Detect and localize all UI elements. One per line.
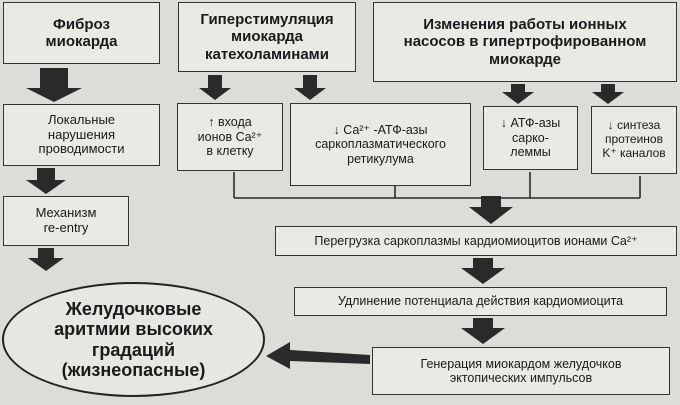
sarcolemma-line: ↓ АТФ-азы: [500, 116, 561, 131]
arrow-pumps-to-k: [592, 84, 624, 104]
arrow-hyperstim-to-sr: [294, 75, 326, 100]
header-hyperstimulation: Гиперстимуляция миокарда катехоламинами: [178, 2, 356, 72]
ca-entry-line: ионов Ca²⁺: [197, 129, 263, 144]
k-channels-line: протеинов: [604, 132, 663, 147]
ca-entry-line: ↑ входа: [208, 115, 252, 130]
local-line: нарушения: [47, 126, 116, 142]
header-ion-pumps: Изменения работы ионных насосов в гиперт…: [373, 2, 677, 82]
header-fibrosis-line: Фиброз: [53, 15, 110, 33]
outcome-line: градаций: [91, 339, 176, 360]
collector-lines: [233, 172, 641, 199]
header-hyperstim-line: катехоламинами: [204, 45, 329, 63]
header-fibrosis: Фиброз миокарда: [3, 2, 160, 64]
outcome-line: аритмии высоких: [54, 319, 213, 340]
header-pumps-line: насосов в гипертрофированном: [403, 33, 647, 51]
ca-entry-line: в клетку: [206, 144, 254, 159]
overload-text: Перегрузка саркоплазмы кардиомиоцитов ио…: [314, 233, 638, 248]
header-fibrosis-line: миокарда: [45, 33, 118, 50]
outcome-line: (жизнеопасные): [61, 359, 206, 380]
outcome-ventricular-arrhythmias: Желудочковые аритмии высоких градаций (ж…: [2, 282, 265, 397]
arrow-generation-to-outcome: [266, 342, 370, 369]
box-k-channels: ↓ синтеза протеинов K⁺ каналов: [591, 106, 677, 174]
local-line: Локальные: [47, 111, 116, 127]
prolongation-text: Удлинение потенциала действия кардиомиоц…: [337, 294, 624, 309]
arrow-fibrosis-to-local: [26, 68, 82, 102]
outcome-line: Желудочковые: [65, 299, 202, 320]
box-local-conduction: Локальные нарушения проводимости: [3, 104, 160, 166]
k-channels-line: K⁺ каналов: [602, 145, 666, 160]
reentry-line: Механизм: [35, 205, 97, 221]
box-sarcolemma-atpase: ↓ АТФ-азы сарко- леммы: [483, 106, 578, 170]
generation-line: Генерация миокардом желудочков: [420, 356, 622, 371]
arrow-prolongation-to-generation: [461, 318, 505, 344]
box-ap-prolongation: Удлинение потенциала действия кардиомиоц…: [294, 287, 667, 316]
sarcolemma-line: леммы: [510, 145, 551, 160]
box-ectopic-generation: Генерация миокардом желудочков эктопичес…: [372, 347, 670, 395]
header-pumps-line: Изменения работы ионных: [423, 16, 627, 34]
header-pumps-line: миокарде: [489, 50, 561, 68]
arrow-overload-to-prolongation: [461, 258, 505, 284]
arrow-hyperstim-to-ca-entry: [199, 75, 231, 100]
sr-atpase-line: ретикулума: [347, 151, 414, 166]
reentry-line: re-entry: [43, 220, 89, 235]
sarcolemma-line: сарко-: [512, 130, 549, 145]
box-reentry: Механизм re-entry: [3, 196, 129, 246]
generation-line: эктопических импульсов: [449, 371, 593, 385]
sr-atpase-line: ↓ Ca²⁺ -АТФ-азы: [333, 122, 428, 137]
arrow-collector-to-overload: [469, 196, 513, 224]
header-hyperstim-line: миокарда: [231, 28, 303, 46]
arrow-pumps-to-sarcolemma: [502, 84, 534, 104]
box-ca-entry: ↑ входа ионов Ca²⁺ в клетку: [177, 103, 283, 171]
header-hyperstim-line: Гиперстимуляция: [200, 11, 334, 29]
box-ca-overload: Перегрузка саркоплазмы кардиомиоцитов ио…: [275, 226, 677, 256]
box-sr-atpase: ↓ Ca²⁺ -АТФ-азы саркоплазматического рет…: [290, 103, 471, 186]
arrow-reentry-to-outcome: [28, 248, 64, 271]
k-channels-line: ↓ синтеза: [607, 118, 661, 133]
sr-atpase-line: саркоплазматического: [315, 137, 446, 152]
arrow-local-to-reentry: [26, 168, 66, 194]
local-line: проводимости: [38, 141, 125, 157]
